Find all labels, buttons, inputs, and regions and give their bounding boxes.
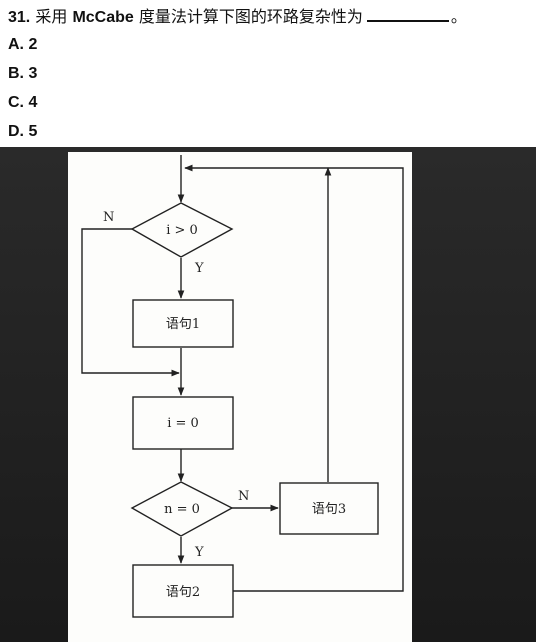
- assign-label: i = 0: [167, 416, 199, 431]
- cond2-label: n = 0: [164, 502, 200, 517]
- stmt2-box: [132, 564, 234, 618]
- question-text-before: 采用: [35, 7, 68, 26]
- stmt3-label: 语句3: [312, 502, 346, 517]
- cond2-no-label: N: [238, 489, 249, 504]
- option-d[interactable]: D. 5: [8, 123, 38, 140]
- cond1-diamond: [130, 202, 234, 258]
- question-text-after: 度量法计算下图的环路复杂性为: [138, 7, 363, 26]
- cond1-label: i > 0: [166, 223, 198, 238]
- question-end-punct: 。: [450, 7, 467, 26]
- edge-cond1-no: [81, 228, 180, 377]
- stmt2-label: 语句2: [166, 585, 200, 600]
- option-b[interactable]: B. 3: [8, 65, 38, 82]
- question-number: 31.: [8, 9, 31, 26]
- stmt3-box: [279, 482, 379, 535]
- cond2-diamond: [130, 481, 234, 537]
- cond1-yes-label: Y: [194, 261, 204, 276]
- option-a[interactable]: A. 2: [8, 36, 38, 53]
- answer-blank[interactable]: [366, 4, 449, 22]
- cond1-no-label: N: [103, 210, 114, 225]
- option-c[interactable]: C. 4: [8, 94, 38, 111]
- assign-box: [132, 396, 234, 450]
- question-text: 31. 采用 McCabe 度量法计算下图的环路复杂性为 。: [8, 4, 528, 30]
- edge-stmt2-loop: [184, 164, 404, 592]
- question-method: McCabe: [72, 9, 134, 26]
- stmt1-box: [132, 299, 234, 348]
- cond2-yes-label: Y: [194, 545, 204, 560]
- stmt1-label: 语句1: [166, 317, 200, 332]
- flowchart-paper: [68, 152, 412, 642]
